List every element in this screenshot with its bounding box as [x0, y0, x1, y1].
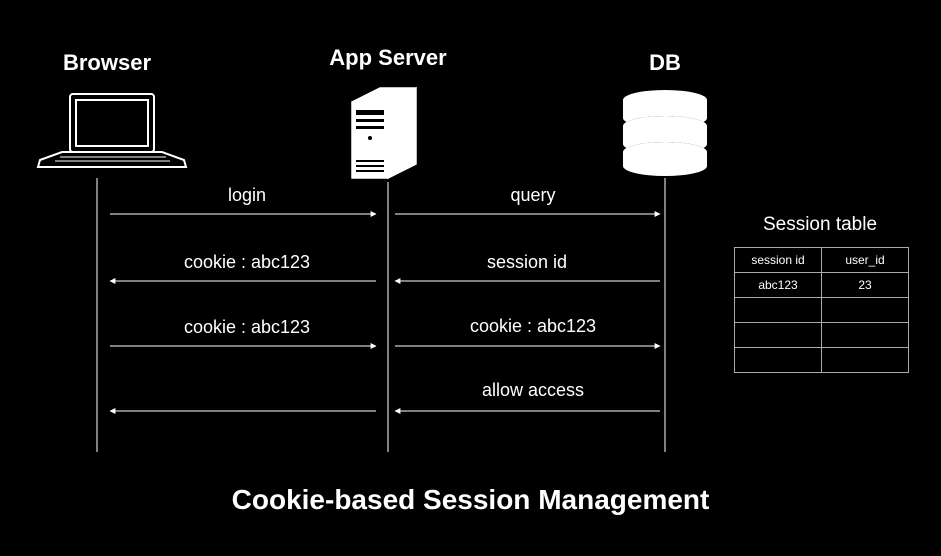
table-cell: [821, 347, 909, 373]
message-allow-access-label: allow access: [481, 380, 585, 400]
table-cell: [821, 297, 909, 323]
header-session-id: session id: [734, 247, 822, 273]
server-icon: [351, 86, 417, 180]
table-header-row: session id user_id: [734, 247, 909, 273]
message-query-label: query: [510, 185, 556, 205]
message-cookie-response-label: cookie : abc123: [183, 252, 311, 272]
table-cell: [734, 347, 822, 373]
table-cell: [734, 322, 822, 348]
table-row: [734, 347, 909, 373]
table-cell: 23: [821, 272, 909, 298]
message-cookie-query-label: cookie : abc123: [469, 316, 597, 336]
actor-app-server-label: App Server: [329, 45, 447, 70]
laptop-icon: [36, 93, 188, 168]
diagram-title: Cookie-based Session Management: [231, 484, 710, 515]
message-login-label: login: [227, 185, 267, 205]
database-icon: [623, 90, 707, 176]
table-row: abc123 23: [734, 272, 909, 298]
message-cookie-request-label: cookie : abc123: [183, 317, 311, 337]
actor-db-label: DB: [649, 50, 681, 75]
session-table-title: Session table: [762, 214, 878, 235]
actor-browser-label: Browser: [62, 50, 152, 75]
table-row: [734, 322, 909, 348]
table-cell: [734, 297, 822, 323]
table-cell: [821, 322, 909, 348]
table-cell: abc123: [734, 272, 822, 298]
table-row: [734, 297, 909, 323]
message-session-id-label: session id: [486, 252, 568, 272]
header-user-id: user_id: [821, 247, 909, 273]
session-table: session id user_id abc123 23: [734, 247, 909, 373]
